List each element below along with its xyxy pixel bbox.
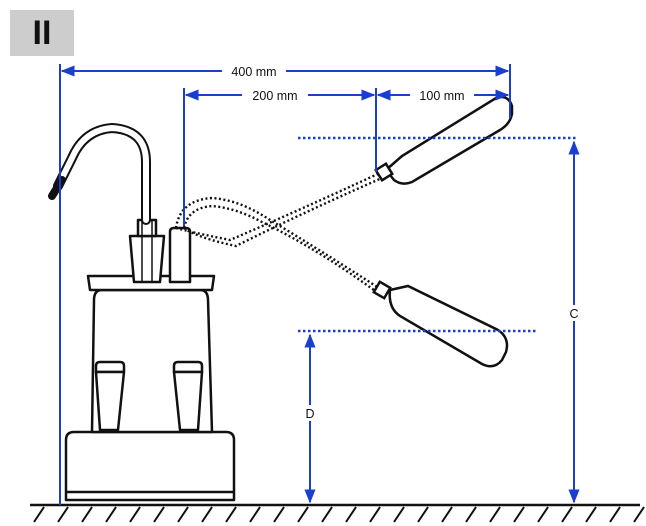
dim-label-d: D xyxy=(305,407,314,421)
float-cables xyxy=(174,170,383,297)
dim-label-c: C xyxy=(569,307,578,321)
float-upper xyxy=(374,95,514,185)
pump xyxy=(64,218,236,502)
section-badge-label: II xyxy=(32,13,52,52)
ground xyxy=(30,503,645,523)
dim-label-total: 400 mm xyxy=(231,65,276,79)
outlet-hose xyxy=(48,122,151,225)
float-lower xyxy=(372,280,509,368)
section-badge: II xyxy=(10,10,74,56)
dim-label-offset: 200 mm xyxy=(252,89,297,103)
dimension-labels: 400 mm 200 mm 100 mm C D xyxy=(222,63,581,421)
dim-label-float: 100 mm xyxy=(419,89,464,103)
